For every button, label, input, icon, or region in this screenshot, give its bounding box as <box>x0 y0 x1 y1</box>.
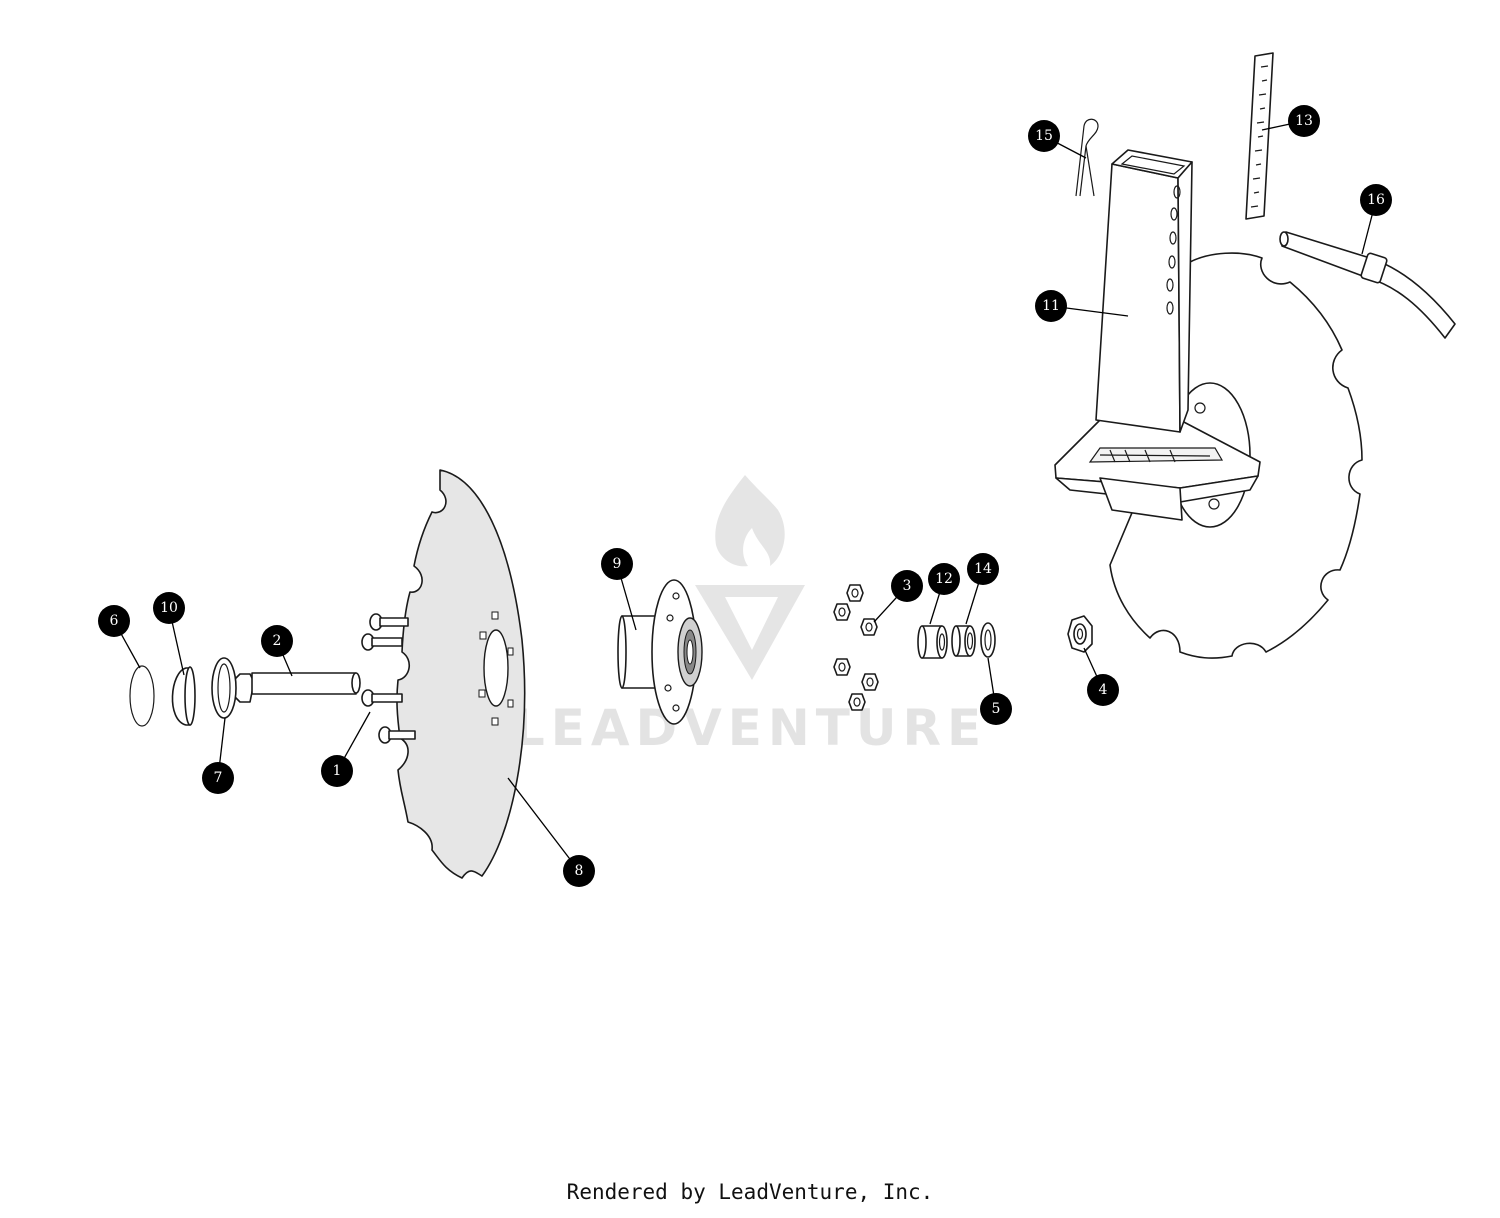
callout-8-label: 8 <box>575 863 584 879</box>
bushing-part <box>951 625 976 657</box>
disc-blade-part <box>396 469 526 879</box>
spacer-part <box>917 625 948 659</box>
callout-15: 15 <box>1028 120 1060 152</box>
callout-2: 2 <box>261 625 293 657</box>
callout-3: 3 <box>891 570 923 602</box>
axle-bolt-part <box>231 672 361 703</box>
callout-13-label: 13 <box>1295 113 1313 129</box>
callout-16: 16 <box>1360 184 1392 216</box>
callout-12-label: 12 <box>935 571 953 587</box>
callout-4: 4 <box>1087 674 1119 706</box>
rendered-by-credit: Rendered by LeadVenture, Inc. <box>566 1180 934 1204</box>
callout-9: 9 <box>601 548 633 580</box>
callout-14: 14 <box>967 553 999 585</box>
callout-13: 13 <box>1288 105 1320 137</box>
hex-nut-part <box>1067 615 1093 653</box>
callout-8: 8 <box>563 855 595 887</box>
callout-7: 7 <box>202 762 234 794</box>
callout-14-label: 14 <box>974 561 992 577</box>
callout-16-label: 16 <box>1367 192 1385 208</box>
callout-5-label: 5 <box>992 701 1001 717</box>
watermark-text: LEADVENTURE <box>513 699 987 757</box>
carriage-bolts-part <box>361 613 416 744</box>
callout-10: 10 <box>153 592 185 624</box>
snap-ring-part <box>129 665 155 727</box>
square-tube-part <box>1095 149 1193 433</box>
scale-decal-part <box>1245 52 1274 220</box>
callout-9-label: 9 <box>613 556 622 572</box>
callout-6-label: 6 <box>110 613 119 629</box>
callout-1-label: 1 <box>333 763 342 779</box>
callout-10-label: 10 <box>160 600 178 616</box>
callout-3-label: 3 <box>903 578 912 594</box>
bracket-assembly <box>1054 382 1261 528</box>
nuts-part <box>833 584 879 711</box>
callout-11: 11 <box>1035 290 1067 322</box>
hitch-pin-clip-part <box>1075 118 1099 197</box>
hub-part <box>617 579 703 725</box>
lock-washer-part <box>980 622 996 658</box>
callout-12: 12 <box>928 563 960 595</box>
callout-4-label: 4 <box>1099 682 1108 698</box>
watermark: LEADVENTURE <box>513 475 987 757</box>
handle-tube-part <box>1279 231 1456 339</box>
washer-part <box>211 657 237 719</box>
callout-2-label: 2 <box>273 633 282 649</box>
callout-15-label: 15 <box>1035 128 1053 144</box>
callout-6: 6 <box>98 605 130 637</box>
dust-cap-part <box>171 666 196 726</box>
callout-11-label: 11 <box>1042 298 1060 314</box>
callout-7-label: 7 <box>214 770 223 786</box>
callout-1: 1 <box>321 755 353 787</box>
callout-5: 5 <box>980 693 1012 725</box>
